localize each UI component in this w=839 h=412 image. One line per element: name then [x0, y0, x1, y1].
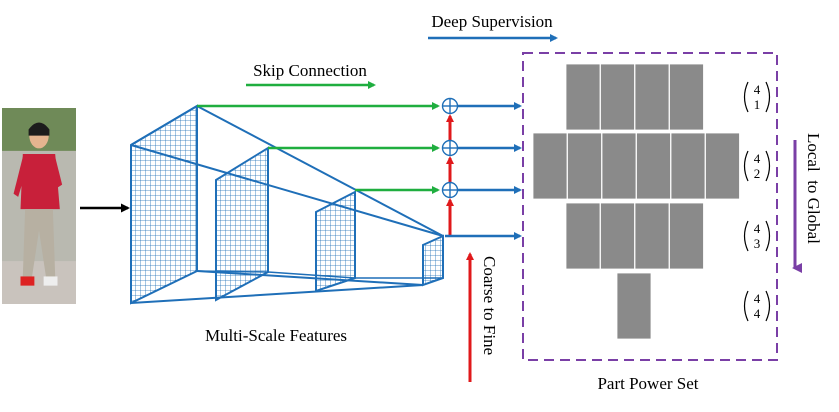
binomial-n: 4: [754, 221, 761, 236]
part-subset-image: [600, 63, 635, 131]
binomial-k: 3: [754, 236, 761, 251]
part-subset-image: [670, 132, 706, 200]
sum-node-3: [441, 181, 459, 199]
local-to-global-label: Local to Global: [804, 133, 823, 244]
skip-connection-label: Skip Connection: [253, 61, 367, 80]
binomial-n: 4: [754, 151, 761, 166]
part-subset-image: [616, 272, 652, 340]
part-subset-image: [705, 132, 740, 200]
input-pedestrian-image: [2, 108, 76, 304]
part-subset-image: [532, 132, 568, 200]
part-subset-image: [669, 202, 704, 270]
binomial-coefficient: 44: [743, 290, 771, 322]
binomial-k: 4: [754, 306, 761, 321]
part-subset-image: [567, 132, 602, 200]
binomial-coefficient: 43: [743, 220, 771, 252]
binomial-n: 4: [754, 291, 761, 306]
part-subset-image: [634, 63, 670, 131]
part-subset-image: [634, 202, 670, 270]
part-subset-image: [601, 132, 637, 200]
feature-map-level-2: [215, 146, 269, 302]
part-subset-image: [565, 63, 601, 131]
multi-scale-feature-pyramid: [130, 104, 444, 305]
skip-connection-arrows: [197, 102, 440, 194]
binomial-k: 2: [754, 166, 761, 181]
binomial-k: 1: [754, 97, 761, 112]
binomial-coefficient: 41: [743, 81, 771, 113]
feature-map-level-1: [130, 104, 198, 305]
part-power-set-label: Part Power Set: [597, 374, 698, 393]
coarse-to-fine-label: Coarse to Fine: [480, 256, 499, 355]
multi-scale-features-label: Multi-Scale Features: [205, 326, 347, 345]
part-power-set-box: [522, 52, 778, 361]
part-subset-image: [636, 132, 671, 200]
binomial-n: 4: [754, 82, 761, 97]
part-subset-image: [600, 202, 635, 270]
sum-nodes: [441, 97, 459, 199]
sum-node-1: [441, 97, 459, 115]
sum-node-2: [441, 139, 459, 157]
deep-supervision-label: Deep Supervision: [431, 12, 553, 31]
part-subset-image: [669, 63, 704, 131]
part-subset-image: [565, 202, 601, 270]
output-arrows: [445, 102, 522, 240]
binomial-coefficient: 42: [743, 150, 771, 182]
power-set-strips: [532, 63, 740, 340]
